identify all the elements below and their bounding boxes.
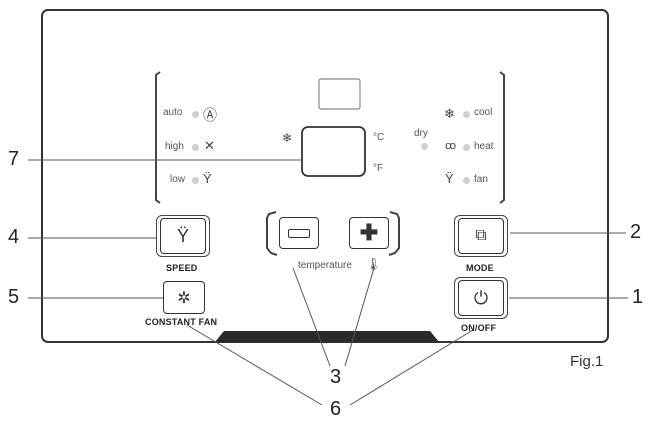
fan-icon: Ϋ (445, 171, 454, 186)
mode-button[interactable]: ⧉ (458, 218, 504, 254)
temperature-button-bracket-right (388, 211, 400, 256)
callout-1: 1 (632, 286, 644, 308)
callout-3: 3 (330, 366, 342, 388)
constant-fan-button-label: CONSTANT FAN (145, 317, 218, 327)
indicator-label-low: low (170, 174, 186, 185)
onoff-button-frame (454, 277, 508, 319)
thermometer-icon: 🌡 (366, 257, 382, 271)
temperature-display (301, 126, 366, 177)
snowflake-icon: ❄ (444, 106, 455, 121)
temperature-up-button[interactable]: ✚ (349, 217, 389, 249)
indicator-label-heat: heat (474, 141, 494, 152)
indicator-led-cool (463, 111, 470, 118)
low-speed-fan-icon: Ϋ (203, 171, 212, 186)
indicator-label-cool: cool (474, 107, 493, 118)
leader-line-3b (344, 267, 375, 367)
unit-celsius: °C (373, 132, 385, 143)
high-speed-fan-icon: ✕ (204, 138, 215, 153)
power-icon: ⏻ (473, 287, 489, 308)
right-indicator-bracket (499, 71, 505, 204)
indicator-label-high: high (165, 141, 184, 152)
indicator-led-low (192, 177, 199, 184)
speed-button-label: SPEED (166, 263, 198, 273)
leader-line-3a (292, 267, 331, 367)
indicator-led-high (192, 144, 199, 151)
mode-icon: ⧉ (475, 227, 487, 244)
indicator-led-auto (192, 111, 199, 118)
leader-line-6a (186, 324, 323, 406)
minus-icon (288, 228, 310, 238)
temperature-down-button[interactable] (279, 217, 319, 249)
callout-4: 4 (8, 226, 20, 248)
constant-fan-icon: ✲ (177, 289, 191, 307)
fan-icon: Ϋ (176, 225, 189, 246)
mode-button-frame (454, 215, 508, 257)
plus-icon: ✚ (359, 220, 379, 245)
leader-line-6b (349, 329, 474, 406)
callout-5: 5 (8, 286, 20, 308)
unit-fahrenheit: °F (373, 163, 384, 174)
panel-bottom-bar (215, 331, 439, 342)
speed-button-frame (156, 215, 210, 257)
indicator-led-fan (463, 177, 470, 184)
onoff-button-label: ON/OFF (461, 323, 497, 333)
heat-waves-icon: ꝏ (445, 140, 457, 152)
indicator-led-dry (421, 143, 428, 150)
onoff-button[interactable]: ⏻ (458, 280, 504, 316)
snowflake-icon: ❄ (282, 131, 293, 145)
temperature-button-bracket (266, 211, 278, 256)
callout-7: 7 (8, 148, 20, 170)
left-indicator-bracket (155, 71, 161, 204)
figure-label: Fig.1 (570, 353, 604, 370)
temperature-label: temperature (298, 260, 352, 271)
speed-button[interactable]: Ϋ (160, 218, 206, 254)
mode-button-label: MODE (466, 263, 494, 273)
callout-2: 2 (630, 221, 642, 243)
indicator-label-dry: dry (414, 128, 428, 139)
auto-mode-icon: Ⓐ (203, 107, 217, 123)
indicator-led-heat (463, 144, 470, 151)
constant-fan-button[interactable]: ✲ (163, 281, 205, 314)
indicator-label-fan: fan (474, 174, 488, 185)
callout-6: 6 (330, 398, 342, 420)
indicator-label-auto: auto (163, 107, 183, 118)
upper-display-window (318, 78, 361, 110)
